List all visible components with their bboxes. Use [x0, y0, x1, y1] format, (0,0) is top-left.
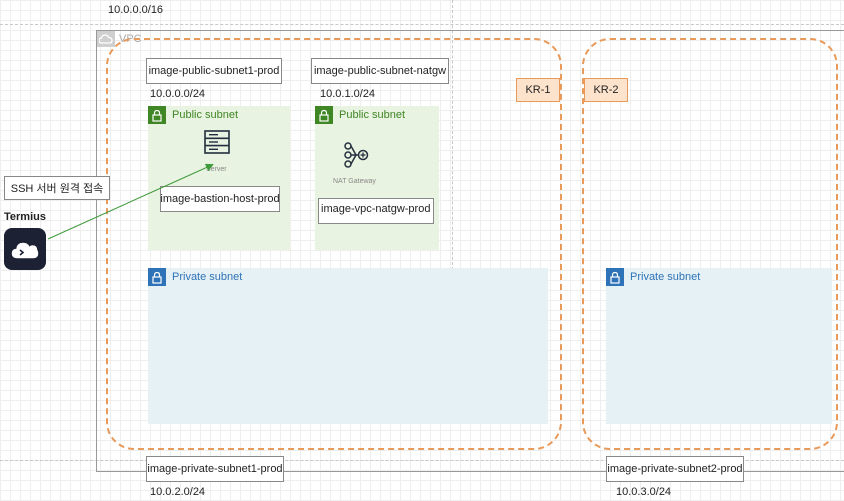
nat-gateway-icon — [343, 142, 369, 173]
private-subnet-1: Private subnet — [148, 268, 548, 424]
ssh-callout: SSH 서버 원격 접속 — [4, 176, 110, 200]
server-icon — [204, 130, 230, 159]
server-caption: Server — [206, 166, 227, 173]
subnet-name-private2: image-private-subnet2-prod — [606, 456, 744, 482]
termius-app-name: Termius — [4, 211, 46, 223]
lock-icon — [606, 268, 624, 286]
zone-label-kr1: KR-1 — [516, 78, 560, 102]
instance-label-natgw: image-vpc-natgw-prod — [318, 198, 434, 224]
subnet-cidr-natgw: 10.0.1.0/24 — [320, 88, 376, 100]
public-subnet-natgw-title: Public subnet — [339, 109, 406, 121]
guide-line-center — [452, 0, 453, 270]
private-subnet-1-header: Private subnet — [148, 268, 242, 286]
subnet-cidr-private1: 10.0.2.0/24 — [150, 486, 206, 498]
public-subnet-1: Public subnet Server — [148, 106, 290, 250]
nat-gateway-caption: NAT Gateway — [333, 178, 376, 185]
availability-zone-kr2 — [582, 38, 838, 450]
lock-icon — [148, 268, 166, 286]
availability-zone-kr1 — [106, 38, 562, 450]
lock-icon — [148, 106, 166, 124]
subnet-cidr-private2: 10.0.3.0/24 — [616, 486, 672, 498]
instance-label-bastion: image-bastion-host-prod — [160, 186, 280, 212]
cloud-icon — [97, 31, 115, 47]
subnet-name-public1: image-public-subnet1-prod — [146, 58, 282, 84]
public-subnet-natgw: Public subnet NAT Gateway — [315, 106, 439, 250]
private-subnet-1-title: Private subnet — [172, 271, 243, 283]
subnet-cidr-public1: 10.0.0.0/24 — [150, 88, 206, 100]
guide-line-top — [0, 24, 844, 25]
private-subnet-2-title: Private subnet — [630, 271, 701, 283]
vpc-frame — [96, 30, 844, 472]
termius-icon[interactable] — [4, 228, 46, 270]
subnet-name-natgw: image-public-subnet-natgw — [311, 58, 449, 84]
subnet-name-private1: image-private-subnet1-prod — [146, 456, 284, 482]
private-subnet-2-header: Private subnet — [606, 268, 700, 286]
private-subnet-2: Private subnet — [606, 268, 832, 424]
vpc-cidr: 10.0.0.0/16 — [108, 4, 164, 16]
public-subnet-1-title: Public subnet — [172, 109, 239, 121]
public-subnet-1-header: Public subnet — [148, 106, 238, 124]
lock-icon — [315, 106, 333, 124]
public-subnet-natgw-header: Public subnet — [315, 106, 405, 124]
zone-label-kr2: KR-2 — [584, 78, 628, 102]
guide-line-bottom — [0, 460, 844, 461]
